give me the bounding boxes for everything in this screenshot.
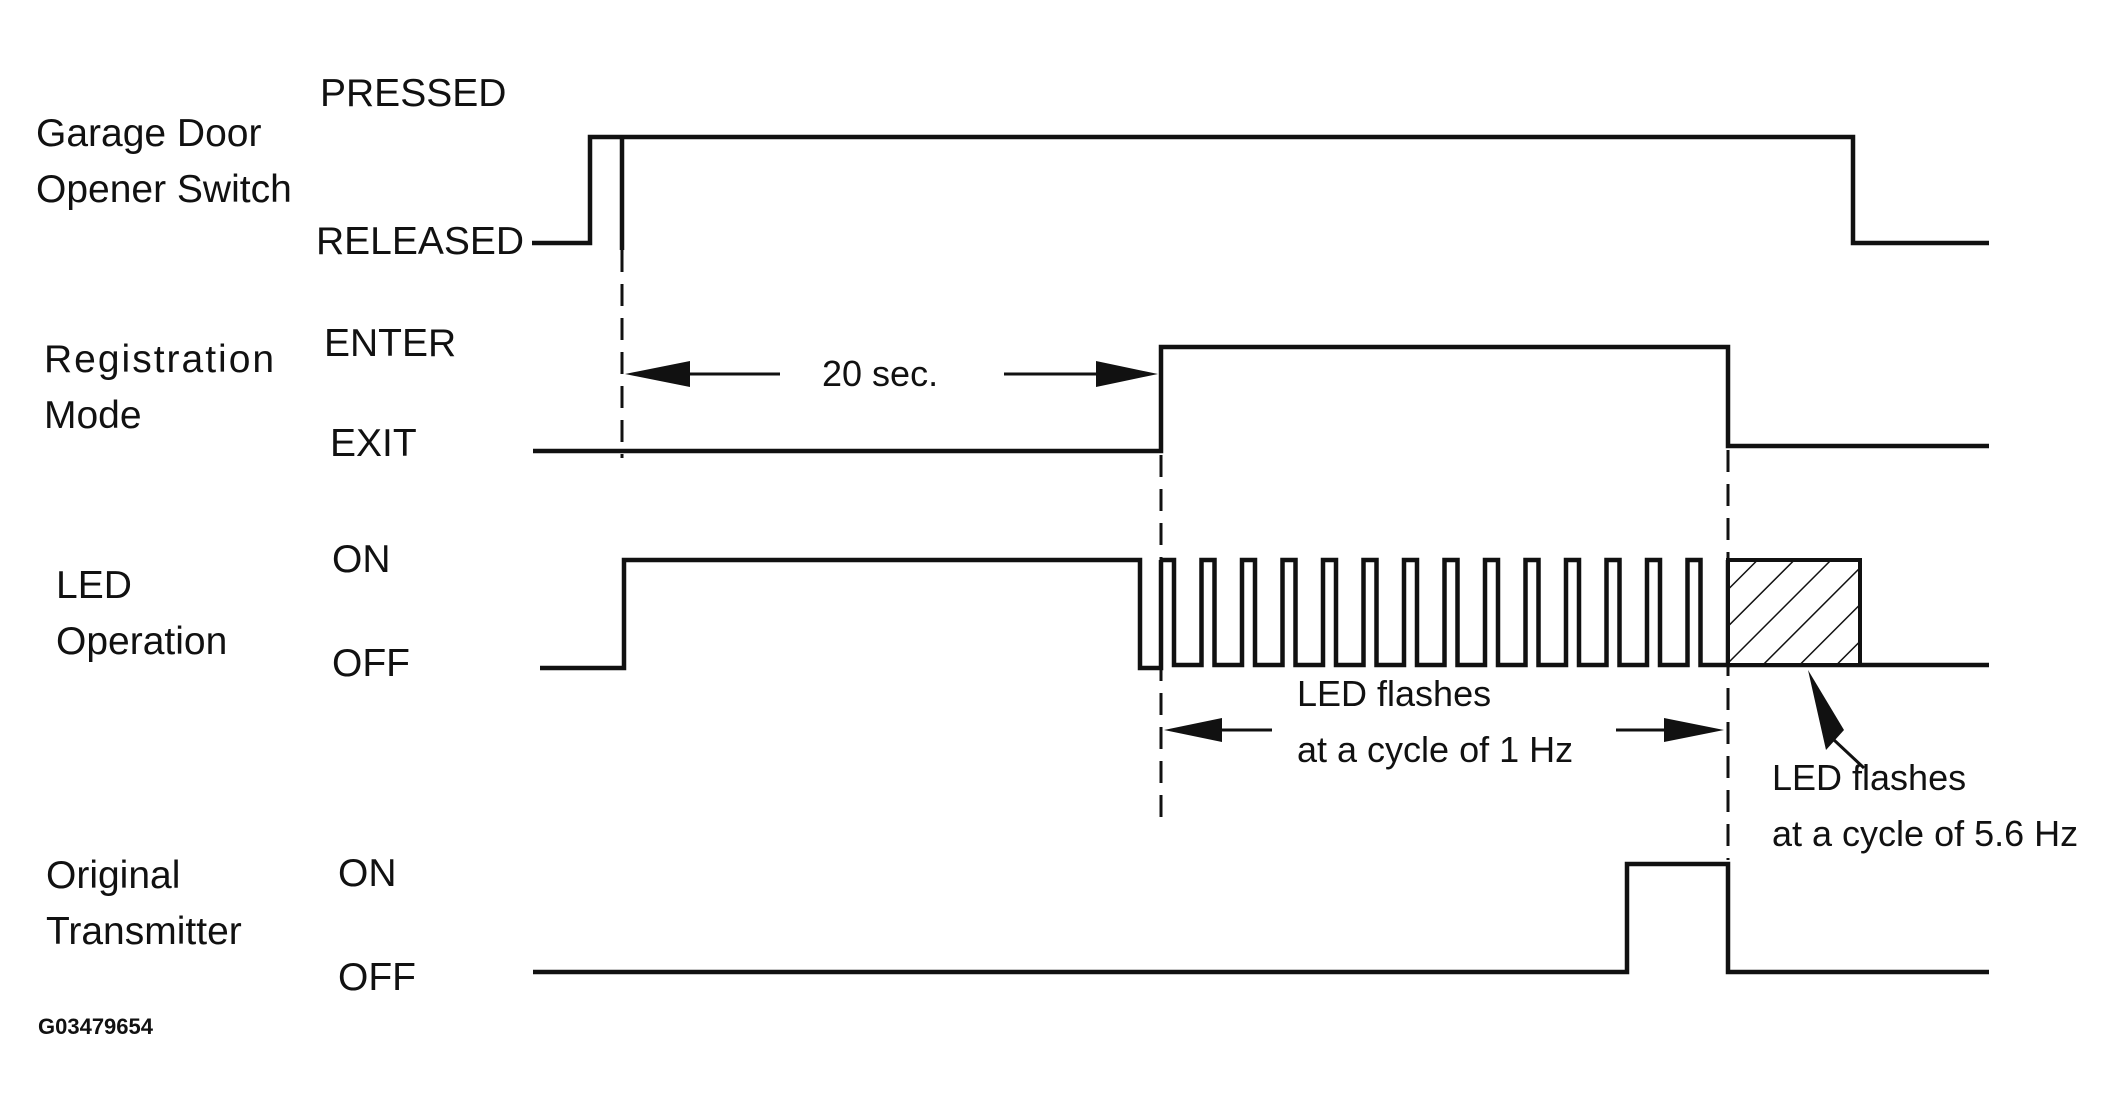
led-waveform-flashing [1161, 557, 1731, 668]
transmitter-label-line2: Transmitter [46, 910, 242, 953]
delay-arrow-right-icon [1096, 361, 1158, 387]
led-low-state: OFF [332, 642, 410, 685]
led-label-line1: LED [56, 564, 132, 607]
led-high-state: ON [332, 538, 391, 581]
garage-door-label-line2: Opener Switch [36, 168, 292, 211]
registration-label-line1: Registration [44, 338, 276, 381]
led-waveform-steady [540, 557, 1164, 671]
flash-1hz-arrow-left-icon [1164, 718, 1222, 742]
registration-high-state: ENTER [324, 322, 456, 365]
garage-door-low-state: RELEASED [316, 220, 524, 263]
flash-56hz-pointer-line [1832, 738, 1866, 770]
led-label-line2: Operation [56, 620, 227, 663]
led-fast-flash-hatch [1726, 558, 1862, 667]
transmitter-label-line1: Original [46, 854, 180, 897]
transmitter-high-state: ON [338, 852, 397, 895]
figure-id: G03479654 [38, 1014, 154, 1039]
garage-door-label-line1: Garage Door [36, 112, 261, 155]
transmitter-low-state: OFF [338, 956, 416, 999]
flash-56hz-pointer-arrow-icon [1808, 670, 1844, 750]
garage-door-high-state: PRESSED [320, 72, 506, 115]
transmitter-waveform [533, 861, 1989, 975]
flash-56hz-label-line1: LED flashes [1772, 757, 1966, 798]
flash-1hz-label-line2: at a cycle of 1 Hz [1297, 729, 1573, 770]
registration-waveform [533, 344, 1989, 454]
delay-label: 20 sec. [822, 353, 938, 394]
flash-1hz-arrow-right-icon [1664, 718, 1724, 742]
registration-low-state: EXIT [330, 422, 417, 465]
flash-56hz-label-line2: at a cycle of 5.6 Hz [1772, 813, 2078, 854]
delay-arrow-left-icon [625, 361, 690, 387]
registration-label-line2: Mode [44, 394, 142, 437]
flash-1hz-label-line1: LED flashes [1297, 673, 1491, 714]
garage-door-waveform [532, 134, 1989, 246]
